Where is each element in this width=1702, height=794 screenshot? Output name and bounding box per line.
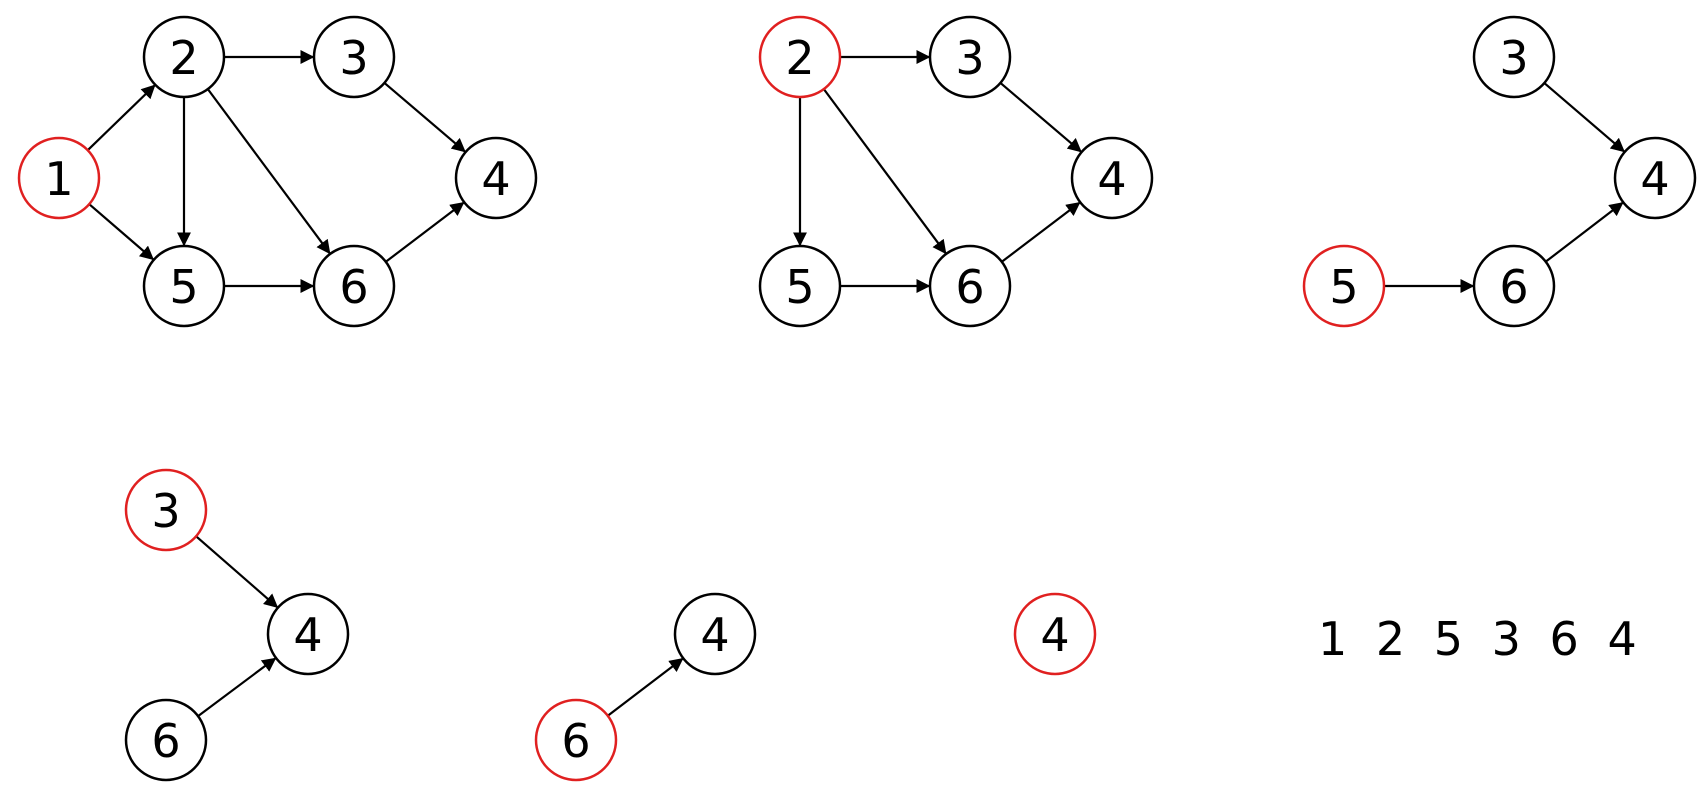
step-1-node-4-circle	[454, 136, 538, 220]
step-5-node-4: 4	[673, 592, 757, 676]
step-4-node-6: 6	[124, 698, 208, 782]
step-1-node-1: 1	[17, 136, 101, 220]
step-2-node-6: 6	[928, 244, 1012, 328]
step-4-node-6-circle	[124, 698, 208, 782]
step-2-node-2: 2	[758, 15, 842, 99]
step-1-node-2: 2	[142, 15, 226, 99]
step-1-node-6-label: 6	[339, 260, 368, 314]
step-5-node-4-circle	[673, 592, 757, 676]
step-3-edge-6-4	[1545, 202, 1624, 263]
step-4-node-3-circle	[124, 468, 208, 552]
step-2-node-2-label: 2	[785, 31, 814, 85]
step-1-node-1-circle	[17, 136, 101, 220]
step-3-node-5: 5	[1302, 244, 1386, 328]
step-4-edge-3-4	[195, 535, 279, 608]
step-6-node-4-label: 4	[1040, 608, 1069, 662]
step-3-node-5-label: 5	[1329, 260, 1358, 314]
step-1-edge-2-6	[206, 88, 331, 255]
step-4-node-4: 4	[266, 592, 350, 676]
step-2-node-6-label: 6	[955, 260, 984, 314]
step-1-node-5-label: 5	[169, 260, 198, 314]
step-1-node-5-circle	[142, 244, 226, 328]
step-2-node-3-label: 3	[955, 31, 984, 85]
step-5-edge-6-4	[607, 657, 684, 717]
step-1-node-4-label: 4	[481, 152, 510, 206]
step-3-node-3-label: 3	[1499, 31, 1528, 85]
step-4-node-6-label: 6	[151, 714, 180, 768]
step-4-node-3: 3	[124, 468, 208, 552]
step-3-node-3-circle	[1472, 15, 1556, 99]
step-3-node-3: 3	[1472, 15, 1556, 99]
step-1-node-6-circle	[312, 244, 396, 328]
step-1-node-2-circle	[142, 15, 226, 99]
step-2-node-4: 4	[1070, 136, 1154, 220]
step-1-node-3-label: 3	[339, 31, 368, 85]
step-2-node-5: 5	[758, 244, 842, 328]
step-1-edge-6-4	[385, 201, 465, 263]
step-1-edge-1-2	[86, 84, 156, 151]
step-2-node-2-circle	[758, 15, 842, 99]
step-1-node-1-label: 1	[44, 152, 73, 206]
step-1-node-2-label: 2	[169, 31, 198, 85]
step-3-node-4-circle	[1613, 136, 1697, 220]
step-3-node-4-label: 4	[1640, 152, 1669, 206]
step-1-node-3-circle	[312, 15, 396, 99]
step-4-edge-6-4	[197, 657, 277, 717]
step-4-node-3-label: 3	[151, 484, 180, 538]
step-3-node-4: 4	[1613, 136, 1697, 220]
step-3-edge-3-4	[1543, 82, 1625, 153]
step-2-edge-3-4	[999, 82, 1082, 153]
step-5-node-4-label: 4	[700, 608, 729, 662]
step-6-node-4-circle	[1013, 592, 1097, 676]
step-5-node-6-circle	[534, 698, 618, 782]
step-1-node-3: 3	[312, 15, 396, 99]
step-5-node-6-label: 6	[561, 714, 590, 768]
step-3-node-5-circle	[1302, 244, 1386, 328]
step-6-node-4: 4	[1013, 592, 1097, 676]
step-1-node-6: 6	[312, 244, 396, 328]
step-1-node-4: 4	[454, 136, 538, 220]
step-3-node-6: 6	[1472, 244, 1556, 328]
step-5-node-6: 6	[534, 698, 618, 782]
step-2-node-4-label: 4	[1097, 152, 1126, 206]
step-2-edge-2-6	[822, 88, 947, 255]
step-2-node-3-circle	[928, 15, 1012, 99]
step-1-edge-1-5	[88, 203, 155, 261]
step-4-node-4-circle	[266, 592, 350, 676]
step-4-node-4-label: 4	[293, 608, 322, 662]
step-2-node-5-circle	[758, 244, 842, 328]
step-3-node-6-label: 6	[1499, 260, 1528, 314]
step-2-node-5-label: 5	[785, 260, 814, 314]
step-2-edge-6-4	[1001, 201, 1081, 263]
step-2-node-4-circle	[1070, 136, 1154, 220]
step-2-node-3: 3	[928, 15, 1012, 99]
step-3-node-6-circle	[1472, 244, 1556, 328]
step-1-edge-3-4	[383, 82, 466, 153]
step-2-node-6-circle	[928, 244, 1012, 328]
topological-order-result: 1 2 5 3 6 4	[1318, 612, 1637, 666]
step-1-node-5: 5	[142, 244, 226, 328]
